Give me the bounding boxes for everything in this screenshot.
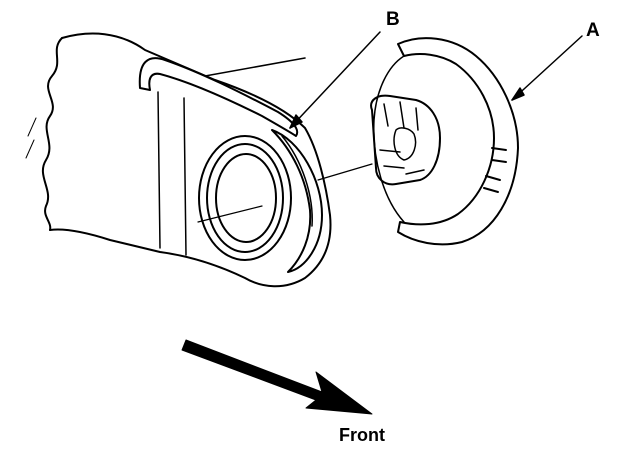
arm-cut-hatch: [25, 117, 37, 159]
bushing-slot-upper: [491, 147, 507, 163]
front-direction-label: Front: [339, 425, 385, 445]
callout-a-label: A: [586, 20, 600, 41]
callout-b-label: B: [386, 9, 400, 30]
center-axis-line: [197, 163, 373, 223]
front-arrow-shape: [181, 339, 373, 415]
bushing-sleeve-tabs: [379, 101, 425, 175]
arm-outline: [49, 32, 332, 288]
control-arm: [25, 32, 332, 288]
bushing-sleeve: [370, 94, 441, 186]
leader-line-b: [289, 31, 381, 129]
bushing-inner-face: [373, 55, 405, 223]
front-arrow-icon: [181, 339, 373, 415]
bushing: [370, 37, 519, 246]
arm-crease-lines: [157, 91, 187, 256]
arm-cut-end: [41, 37, 63, 231]
arm-bore-inner: [215, 153, 277, 243]
arm-top-ridge: [204, 57, 306, 77]
arm-flange-lip: [281, 135, 313, 227]
bushing-slot-lower: [483, 175, 501, 193]
leader-line-a: [511, 35, 583, 101]
arm-rib: [138, 57, 299, 137]
arm-bore-outer: [198, 135, 292, 261]
arm-bore-mid: [206, 143, 284, 253]
arm-bore-flange: [271, 129, 323, 273]
bushing-sleeve-bore: [393, 127, 417, 161]
bushing-shell: [397, 37, 519, 246]
